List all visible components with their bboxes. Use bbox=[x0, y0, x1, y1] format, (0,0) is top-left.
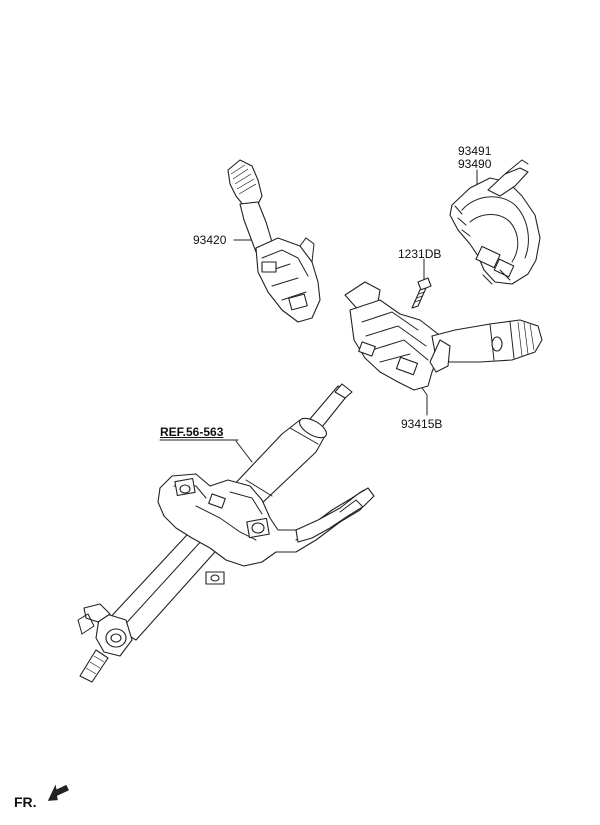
steering-column-part bbox=[77, 383, 375, 683]
part-number-93490: 93490 bbox=[458, 157, 492, 171]
light-switch-part bbox=[227, 159, 321, 323]
part-number-1231db: 1231DB bbox=[398, 247, 442, 261]
part-number-93420: 93420 bbox=[193, 233, 227, 247]
clock-spring-part bbox=[449, 159, 541, 285]
part-number-93415b: 93415B bbox=[401, 417, 443, 431]
arrow-icon bbox=[47, 784, 69, 801]
reference-label: REF.56-563 bbox=[160, 425, 224, 439]
part-number-93491: 93491 bbox=[458, 144, 492, 158]
direction-label: FR. bbox=[14, 794, 37, 810]
leader-93415b bbox=[419, 384, 428, 416]
multifunction-switch-part bbox=[344, 281, 543, 391]
bolt-part bbox=[411, 277, 432, 309]
leader-ref bbox=[235, 440, 253, 463]
